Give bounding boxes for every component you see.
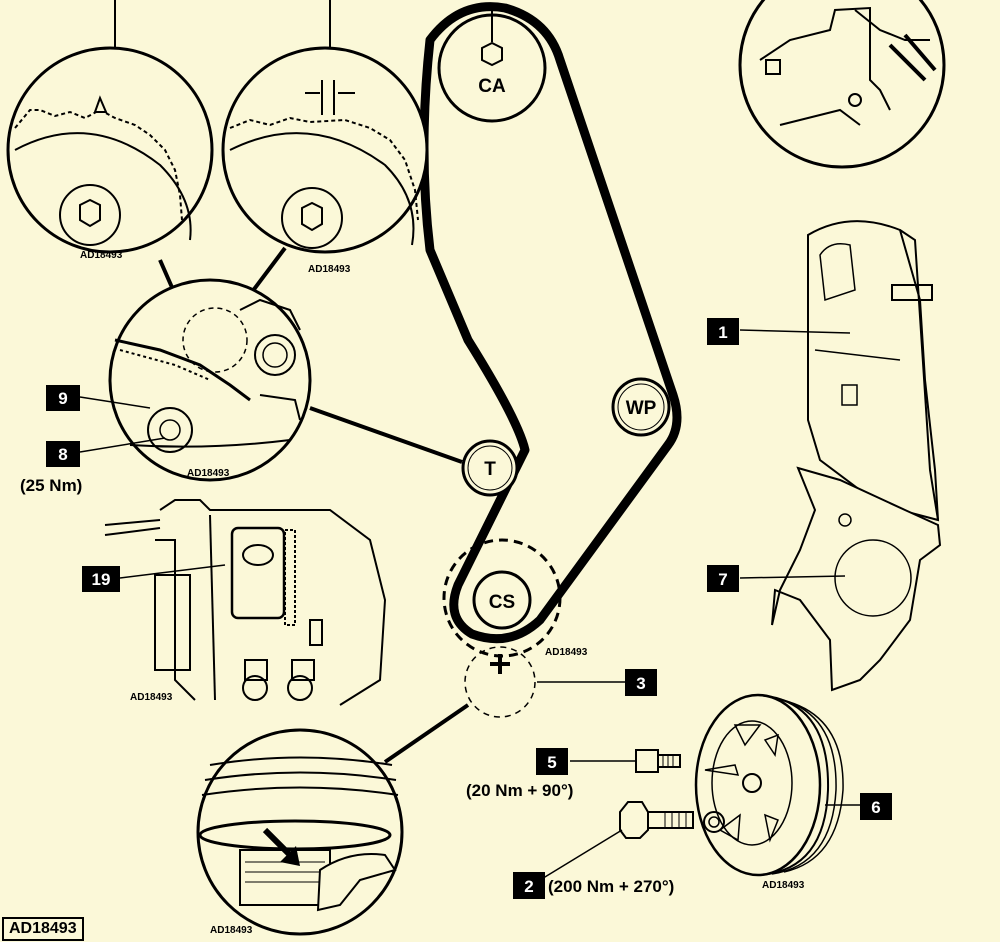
tensioner-label: T bbox=[484, 459, 496, 480]
callout-5: 5 (20 Nm + 90°) bbox=[466, 748, 636, 800]
detail-crank-pulley-mark: AD18493 bbox=[196, 728, 404, 936]
crankshaft-pulley: CS AD18493 bbox=[442, 538, 588, 658]
callout-2: 2 (200 Nm + 270°) bbox=[513, 829, 674, 899]
detail-camshaft-mark: AD18493 bbox=[6, 0, 214, 341]
lower-timing-cover bbox=[771, 466, 942, 692]
callout-6: 6 bbox=[825, 793, 892, 820]
callout-7-label: 7 bbox=[718, 570, 727, 589]
callout-3: 3 bbox=[625, 669, 657, 696]
callout-9-label: 9 bbox=[58, 389, 67, 408]
callout-19-label: 19 bbox=[92, 570, 111, 589]
torque-8: (25 Nm) bbox=[20, 476, 82, 495]
camshaft-label: CA bbox=[478, 76, 506, 97]
callout-9: 9 bbox=[46, 385, 151, 411]
callout-6-label: 6 bbox=[871, 798, 880, 817]
ref-code-detail-1: AD18493 bbox=[80, 250, 123, 261]
crankshaft-bolt bbox=[619, 801, 694, 839]
ref-code-detail-4: AD18493 bbox=[130, 692, 173, 703]
timing-belt bbox=[419, 2, 682, 644]
camshaft-pulley: CA bbox=[437, 8, 547, 123]
tensioner-pulley: T bbox=[309, 406, 519, 497]
callout-5-label: 5 bbox=[547, 753, 556, 772]
detail-crank-sensor: AD18493 bbox=[104, 499, 387, 706]
detail-top-right bbox=[738, 0, 946, 169]
ref-code-pulley: AD18493 bbox=[762, 880, 805, 891]
ref-code-detail-5: AD18493 bbox=[210, 925, 253, 936]
water-pump-label: WP bbox=[626, 398, 657, 419]
detail-tensioner: AD18493 bbox=[108, 278, 312, 482]
callout-1: 1 bbox=[707, 318, 851, 345]
ref-code-detail-2: AD18493 bbox=[308, 264, 351, 275]
callout-2-label: 2 bbox=[524, 877, 533, 896]
upper-timing-cover bbox=[807, 220, 940, 522]
small-bolt bbox=[635, 749, 681, 773]
ref-code-crank: AD18493 bbox=[545, 647, 588, 658]
water-pump-pulley: WP bbox=[611, 377, 671, 437]
callout-1-label: 1 bbox=[718, 323, 727, 342]
figure-reference-code: AD18493 bbox=[2, 917, 84, 941]
torque-2: (200 Nm + 270°) bbox=[548, 877, 674, 896]
crankshaft-label: CS bbox=[489, 592, 515, 613]
callout-8-label: 8 bbox=[58, 445, 67, 464]
torque-5: (20 Nm + 90°) bbox=[466, 781, 573, 800]
callout-3-label: 3 bbox=[636, 674, 645, 693]
callout-19: 19 bbox=[82, 564, 226, 592]
callout-7: 7 bbox=[707, 565, 846, 592]
crank-alignment-mark bbox=[383, 646, 625, 764]
detail-sprocket-gap: AD18493 bbox=[220, 0, 429, 334]
crankshaft-damper-pulley: AD18493 bbox=[694, 693, 844, 891]
callout-8: 8 (25 Nm) bbox=[20, 437, 166, 495]
ref-code-detail-3: AD18493 bbox=[187, 468, 230, 479]
